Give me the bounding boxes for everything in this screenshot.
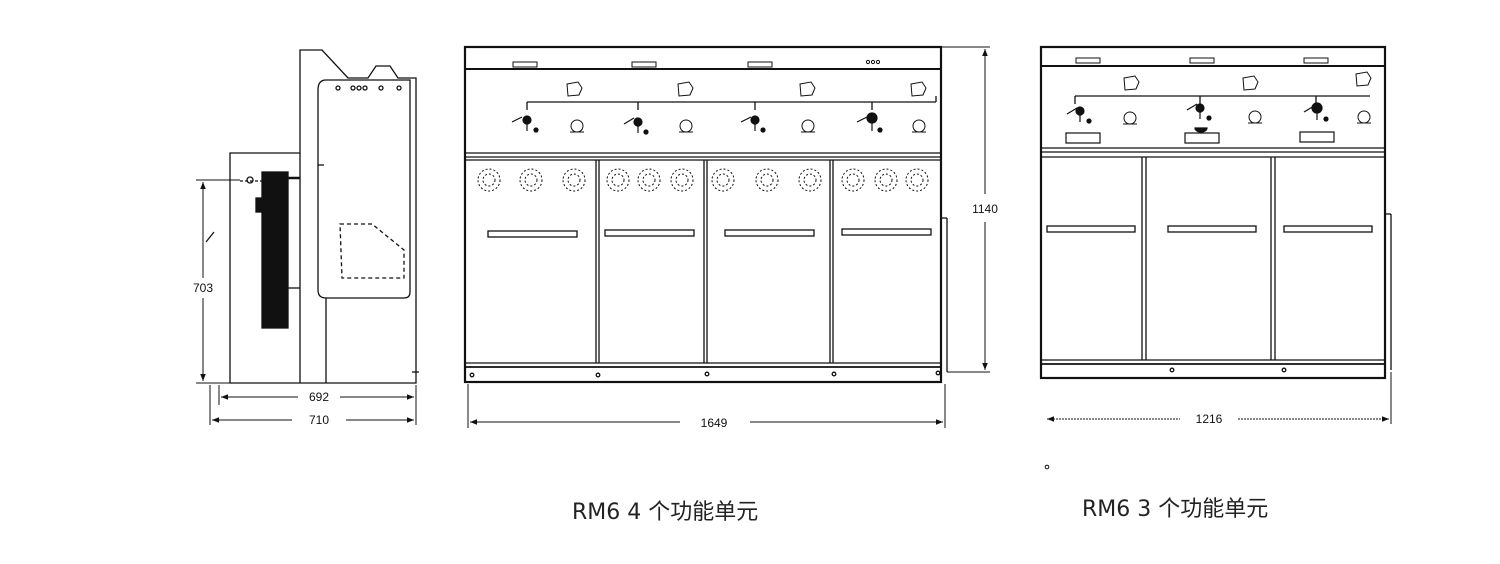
dim-label-1140: 1140 <box>972 202 998 216</box>
front-view-3-units <box>1039 45 1392 380</box>
dim-label-1649: 1649 <box>701 416 728 430</box>
door-handles-4 <box>487 228 932 238</box>
dimension-side-depth-692 <box>218 385 417 425</box>
dim-label-710: 710 <box>309 413 329 427</box>
dimension-cabinet-height <box>941 46 990 373</box>
dimension-width-1216 <box>1047 372 1392 424</box>
name-plates-4 <box>512 59 881 68</box>
lock-indicators-3 <box>1123 71 1372 125</box>
dimension-side-depth-710 <box>209 385 414 425</box>
stray-dot <box>1044 464 1050 470</box>
bottom-rivets-4 <box>469 370 941 378</box>
name-plates-3 <box>1075 57 1329 64</box>
dim-label-692: 692 <box>309 390 329 404</box>
vent-grilles-4 <box>477 168 929 192</box>
front-view-4-units <box>463 45 948 384</box>
side-view-front-panel <box>317 79 411 299</box>
mimic-symbols-3 <box>1065 102 1335 144</box>
dim-label-703: 703 <box>193 281 213 295</box>
side-view-bushing <box>261 171 289 329</box>
mimic-symbols-4 <box>511 112 883 135</box>
door-handles-3 <box>1046 225 1373 233</box>
caption-three-units: RM6 3 个功能单元 <box>1082 497 1269 522</box>
side-view <box>205 49 419 384</box>
dimension-width-1649 <box>467 384 946 428</box>
lock-indicators-4 <box>566 81 927 133</box>
caption-four-units: RM6 4 个功能单元 <box>572 500 759 525</box>
side-view-outline <box>229 49 417 384</box>
cabinet-3-outline <box>1039 45 1387 380</box>
bottom-rivets-3 <box>1169 367 1287 373</box>
dimension-side-height <box>196 179 240 384</box>
dim-label-1216: 1216 <box>1196 412 1223 426</box>
cabinet-4-outline <box>463 45 943 384</box>
